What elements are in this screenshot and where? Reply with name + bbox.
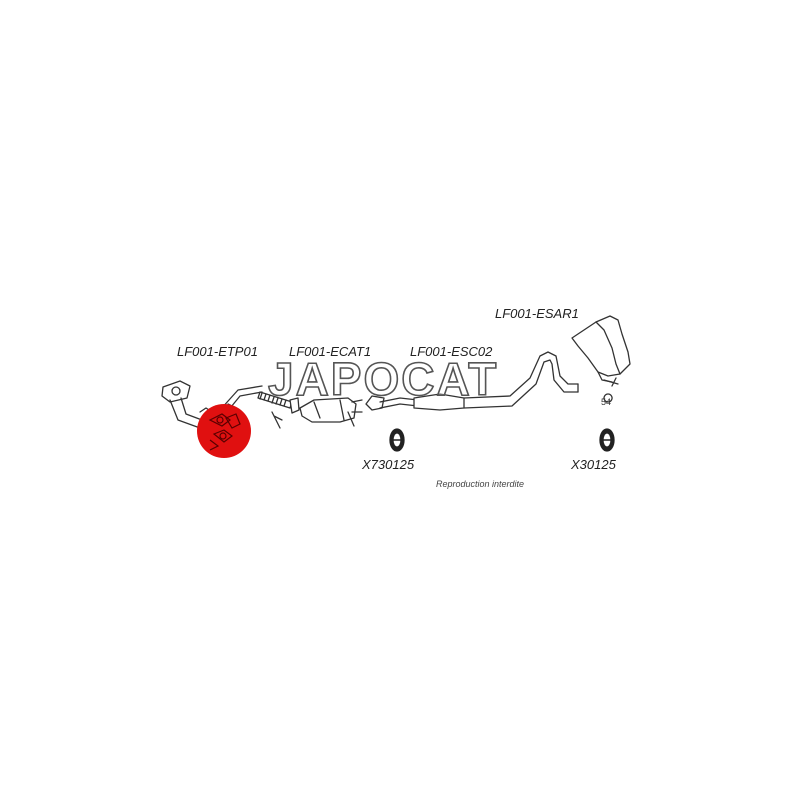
flex-bellows — [257, 391, 300, 429]
catalytic-converter — [299, 397, 363, 427]
front-flange — [161, 380, 191, 403]
part-code-center-silencer: LF001-ESC02 — [410, 344, 493, 359]
hanger-icon-1 — [389, 428, 405, 452]
part-code-rear-silencer: LF001-ESAR1 — [495, 306, 579, 321]
gasket-badge — [197, 404, 251, 458]
hanger-code-2: X30125 — [571, 457, 616, 472]
part-code-front-pipe: LF001-ETP01 — [177, 344, 258, 359]
center-silencer — [413, 351, 579, 411]
hanger-icon-2 — [599, 428, 615, 452]
rear-silencer — [571, 315, 631, 403]
part-code-catalytic-converter: LF001-ECAT1 — [289, 344, 372, 359]
copyright-notice: Reproduction interdite — [436, 479, 525, 489]
intermediate-pipe — [365, 395, 419, 411]
hanger-code-1: X730125 — [362, 457, 415, 472]
watermark: JAPOCAT — [267, 352, 499, 406]
clamp-size-label: 54 — [601, 397, 612, 407]
